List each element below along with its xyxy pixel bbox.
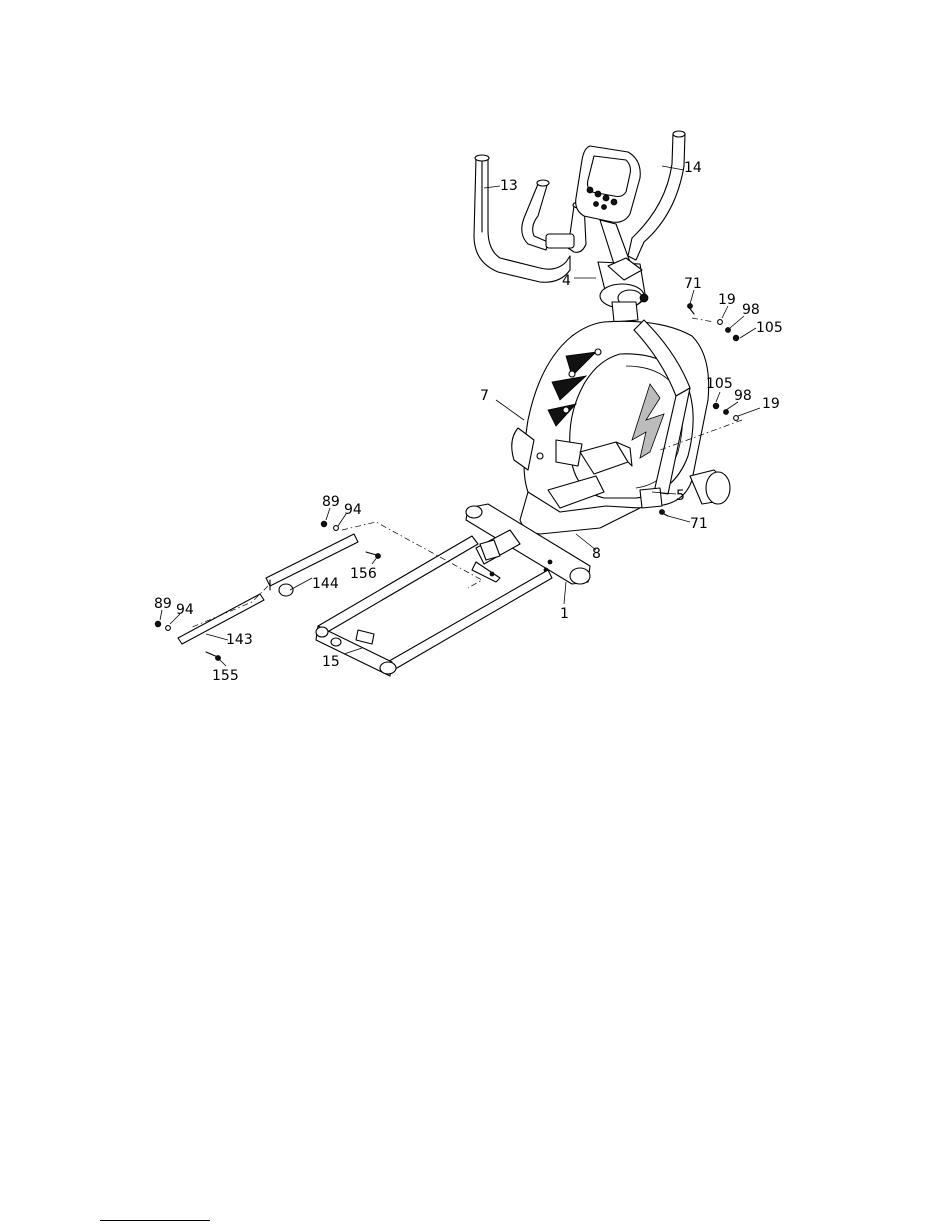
label-144: 144: [312, 576, 339, 592]
label-8: 8: [592, 546, 601, 562]
label-71-bottom: 71: [690, 516, 708, 532]
label-1: 1: [560, 606, 569, 622]
stationary-grips: [522, 180, 586, 252]
bottom-bracket-5: [640, 488, 662, 508]
label-98-mid: 98: [734, 388, 752, 404]
label-94-top: 94: [344, 502, 362, 518]
label-19-top: 19: [718, 292, 736, 308]
label-89-top: 89: [322, 494, 340, 510]
label-98-top: 98: [742, 302, 760, 318]
label-105-top: 105: [756, 320, 783, 336]
label-143: 143: [226, 632, 253, 648]
label-5: 5: [676, 488, 685, 504]
label-155: 155: [212, 668, 239, 684]
rear-frame-15: [316, 530, 552, 676]
label-14: 14: [684, 160, 702, 176]
label-71-top: 71: [684, 276, 702, 292]
footer-rule: [100, 1220, 210, 1221]
label-94-bottom: 94: [176, 602, 194, 618]
pivot-assembly-4: [598, 258, 648, 322]
label-19-mid: 19: [762, 396, 780, 412]
right-handlebar-14: [628, 131, 685, 260]
label-15: 15: [322, 654, 340, 670]
label-4: 4: [562, 273, 571, 289]
label-7: 7: [480, 388, 489, 404]
label-13: 13: [500, 178, 518, 194]
rear-roller: [690, 470, 730, 504]
label-105-mid: 105: [706, 376, 733, 392]
label-156: 156: [350, 566, 377, 582]
label-89-bottom: 89: [154, 596, 172, 612]
left-handlebar-13: [474, 155, 570, 282]
